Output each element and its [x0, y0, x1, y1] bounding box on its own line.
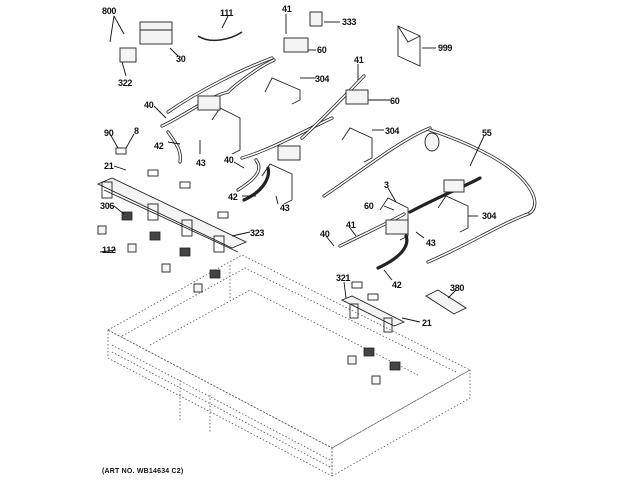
callout-90[interactable]: 90	[104, 128, 114, 138]
right-manifold	[340, 295, 406, 385]
callout-999[interactable]: 999	[438, 43, 453, 53]
gas-tubing	[160, 56, 537, 270]
igniter-module-380	[425, 289, 467, 315]
callout-41-mid[interactable]: 41	[354, 55, 364, 65]
callout-380[interactable]: 380	[450, 283, 465, 293]
callout-60-right[interactable]: 60	[364, 201, 374, 211]
callout-800[interactable]: 800	[102, 6, 117, 16]
callout-322[interactable]: 322	[118, 78, 133, 88]
left-burner-valves	[97, 211, 221, 293]
callout-41-right[interactable]: 41	[346, 220, 356, 230]
callout-304-mid[interactable]: 304	[385, 126, 400, 136]
callout-21-left[interactable]: 21	[104, 161, 114, 171]
callout-43-left[interactable]: 43	[196, 158, 206, 168]
left-manifold	[96, 177, 248, 253]
callout-323[interactable]: 323	[250, 228, 265, 238]
callout-55[interactable]: 55	[482, 128, 492, 138]
callout-42-left[interactable]: 42	[154, 141, 164, 151]
callout-60-mid[interactable]: 60	[390, 96, 400, 106]
callout-42-right[interactable]: 42	[392, 280, 402, 290]
callout-60-top[interactable]: 60	[317, 45, 327, 55]
callout-40-left[interactable]: 40	[144, 100, 154, 110]
callout-43-right[interactable]: 43	[426, 238, 436, 248]
cooktop-base-pan	[107, 254, 471, 477]
callout-321[interactable]: 321	[336, 273, 351, 283]
art-number: (ART NO. WB14634 C2)	[102, 468, 184, 475]
callout-111[interactable]: 111	[220, 8, 234, 18]
callout-41-top[interactable]: 41	[282, 4, 292, 14]
callout-333[interactable]: 333	[342, 17, 357, 27]
leader-lines	[99, 14, 485, 323]
callout-304-right[interactable]: 304	[482, 211, 497, 221]
callout-40-right[interactable]: 40	[320, 229, 330, 239]
callout-112[interactable]: 112	[102, 245, 116, 255]
callout-21-right[interactable]: 21	[422, 318, 432, 328]
callout-40-center[interactable]: 40	[224, 155, 234, 165]
callout-306[interactable]: 306	[100, 201, 115, 211]
callout-43-center[interactable]: 43	[280, 203, 290, 213]
clips	[115, 147, 379, 301]
callout-42-center[interactable]: 42	[228, 192, 238, 202]
mounting-brackets	[211, 77, 469, 241]
callout-304-top[interactable]: 304	[315, 74, 330, 84]
callout-3[interactable]: 3	[384, 180, 389, 190]
callout-30[interactable]: 30	[176, 54, 186, 64]
callout-8[interactable]: 8	[134, 126, 139, 136]
top-left-components	[119, 11, 421, 67]
valves	[197, 37, 465, 235]
